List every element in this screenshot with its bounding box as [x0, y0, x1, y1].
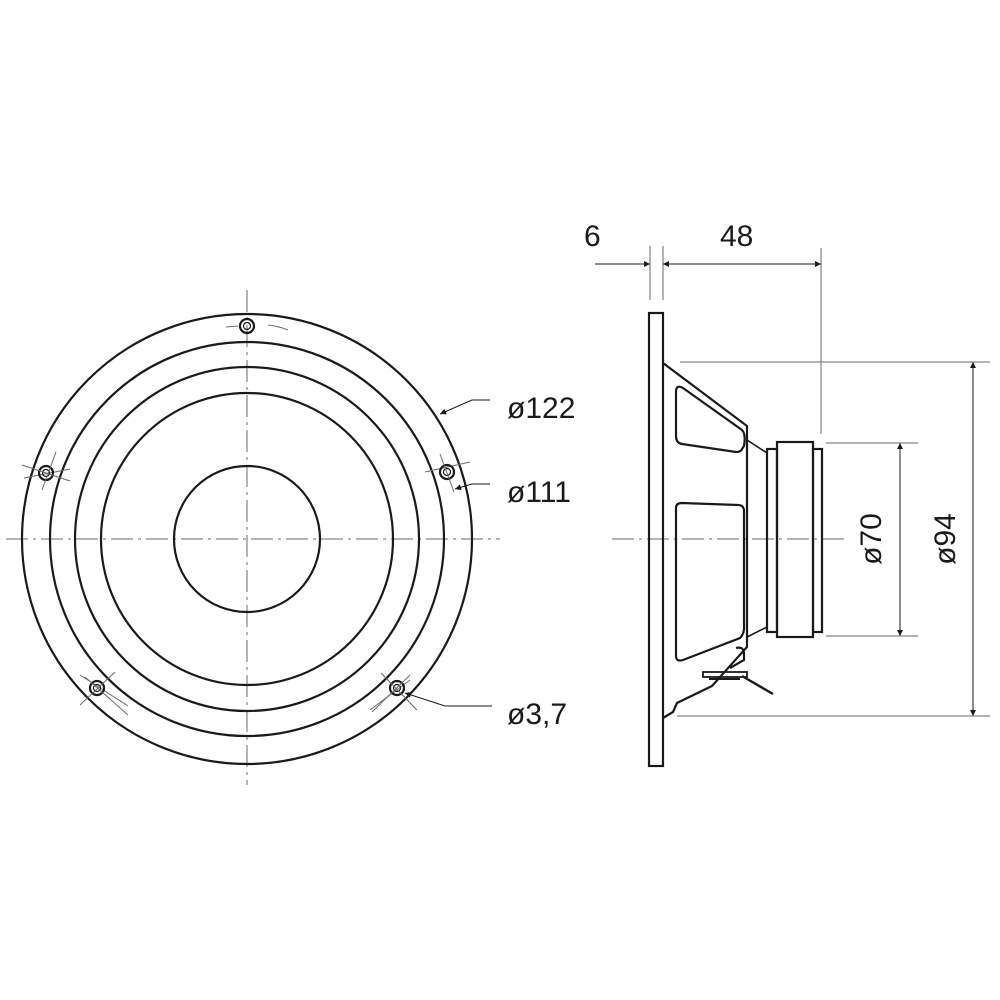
- basket-to-magnet-top: [746, 439, 768, 454]
- dust-cap-circle: [172, 464, 322, 614]
- mounting-depth-label: 48: [720, 220, 754, 253]
- mounting-hole-top: [238, 317, 256, 335]
- side-extension-lines: [649, 246, 990, 717]
- flange-thickness-label: 6: [584, 220, 601, 253]
- outer-frame-circle: [20, 312, 474, 766]
- mounting-hole-left: [21, 451, 71, 491]
- mounting-hole-bottom-right: [371, 672, 418, 713]
- side-view: [595, 246, 990, 768]
- magnet-front-plate: [765, 447, 779, 634]
- surround-inner-circle: [73, 365, 421, 713]
- side-dimension-lines: [595, 261, 976, 716]
- mounting-hole-bottom-left: [79, 671, 129, 716]
- front-centerlines: [6, 290, 500, 785]
- basket-to-magnet-bottom: [746, 626, 768, 638]
- outer-diameter-label: ø122: [507, 392, 576, 425]
- basket-window-top: [674, 385, 746, 454]
- basket-window-lower-slot: [729, 646, 746, 669]
- magnet-back-plate: [811, 447, 824, 634]
- basket-diameter-label: ø94: [929, 513, 962, 565]
- front-view: [6, 290, 500, 785]
- cone-edge-circle: [99, 391, 395, 687]
- magnet-diameter-label: ø70: [855, 513, 888, 565]
- mounting-hole-right: [438, 453, 456, 493]
- hole-circle-diameter-label: ø111: [507, 476, 571, 509]
- hole-diameter-label: ø3,7: [507, 698, 568, 731]
- basket-outline: [662, 362, 749, 719]
- mounting-holes: [21, 317, 456, 716]
- front-leaders: [404, 399, 492, 707]
- terminal-connector: [702, 671, 774, 696]
- basket-window-bottom: [674, 501, 746, 662]
- front-flange: [647, 311, 665, 768]
- surround-outer-circle: [48, 340, 446, 738]
